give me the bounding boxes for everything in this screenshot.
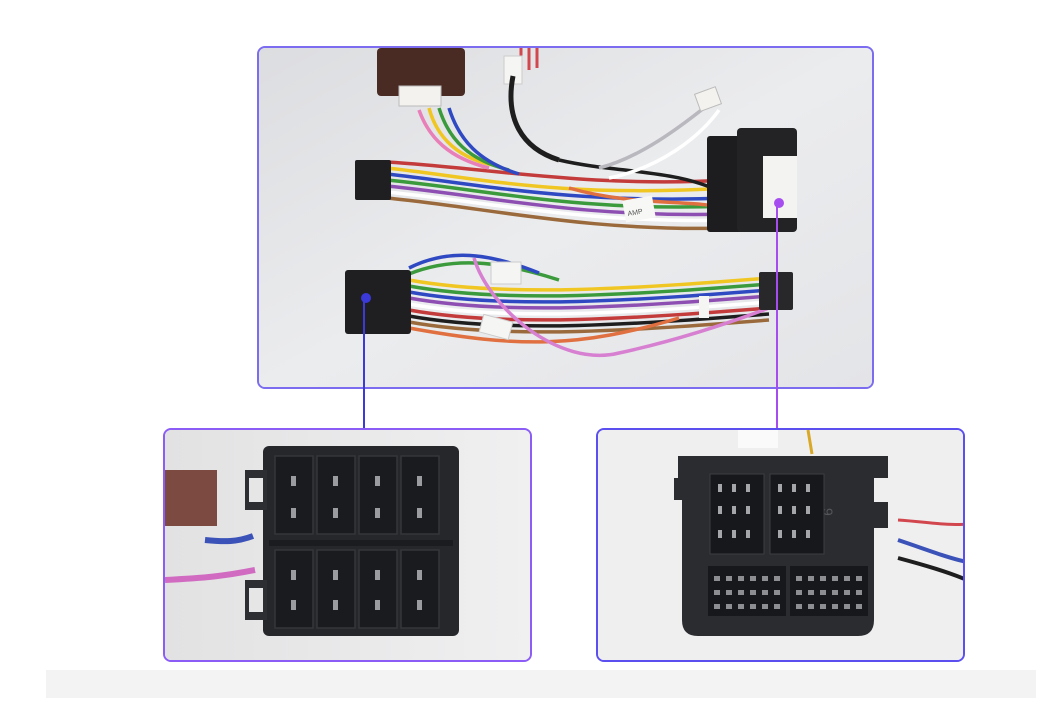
upper-left-connector <box>355 160 391 200</box>
quadlock-connector-illustration: 9 <box>598 430 963 660</box>
callout-dot-right <box>774 198 784 208</box>
iso-connector-illustration <box>165 430 530 660</box>
canbus-box <box>377 48 465 96</box>
harness-overview-photo: AMP <box>257 46 874 389</box>
harness-illustration: AMP <box>259 48 872 387</box>
svg-text:9: 9 <box>820 508 836 516</box>
callout-dot-left <box>361 293 371 303</box>
bottom-divider <box>46 670 1036 698</box>
svg-text:AMP: AMP <box>627 208 643 218</box>
iso-connector-detail-photo <box>163 428 532 662</box>
quadlock-connector-detail-photo: 9 <box>596 428 965 662</box>
iso-connector <box>345 270 411 334</box>
